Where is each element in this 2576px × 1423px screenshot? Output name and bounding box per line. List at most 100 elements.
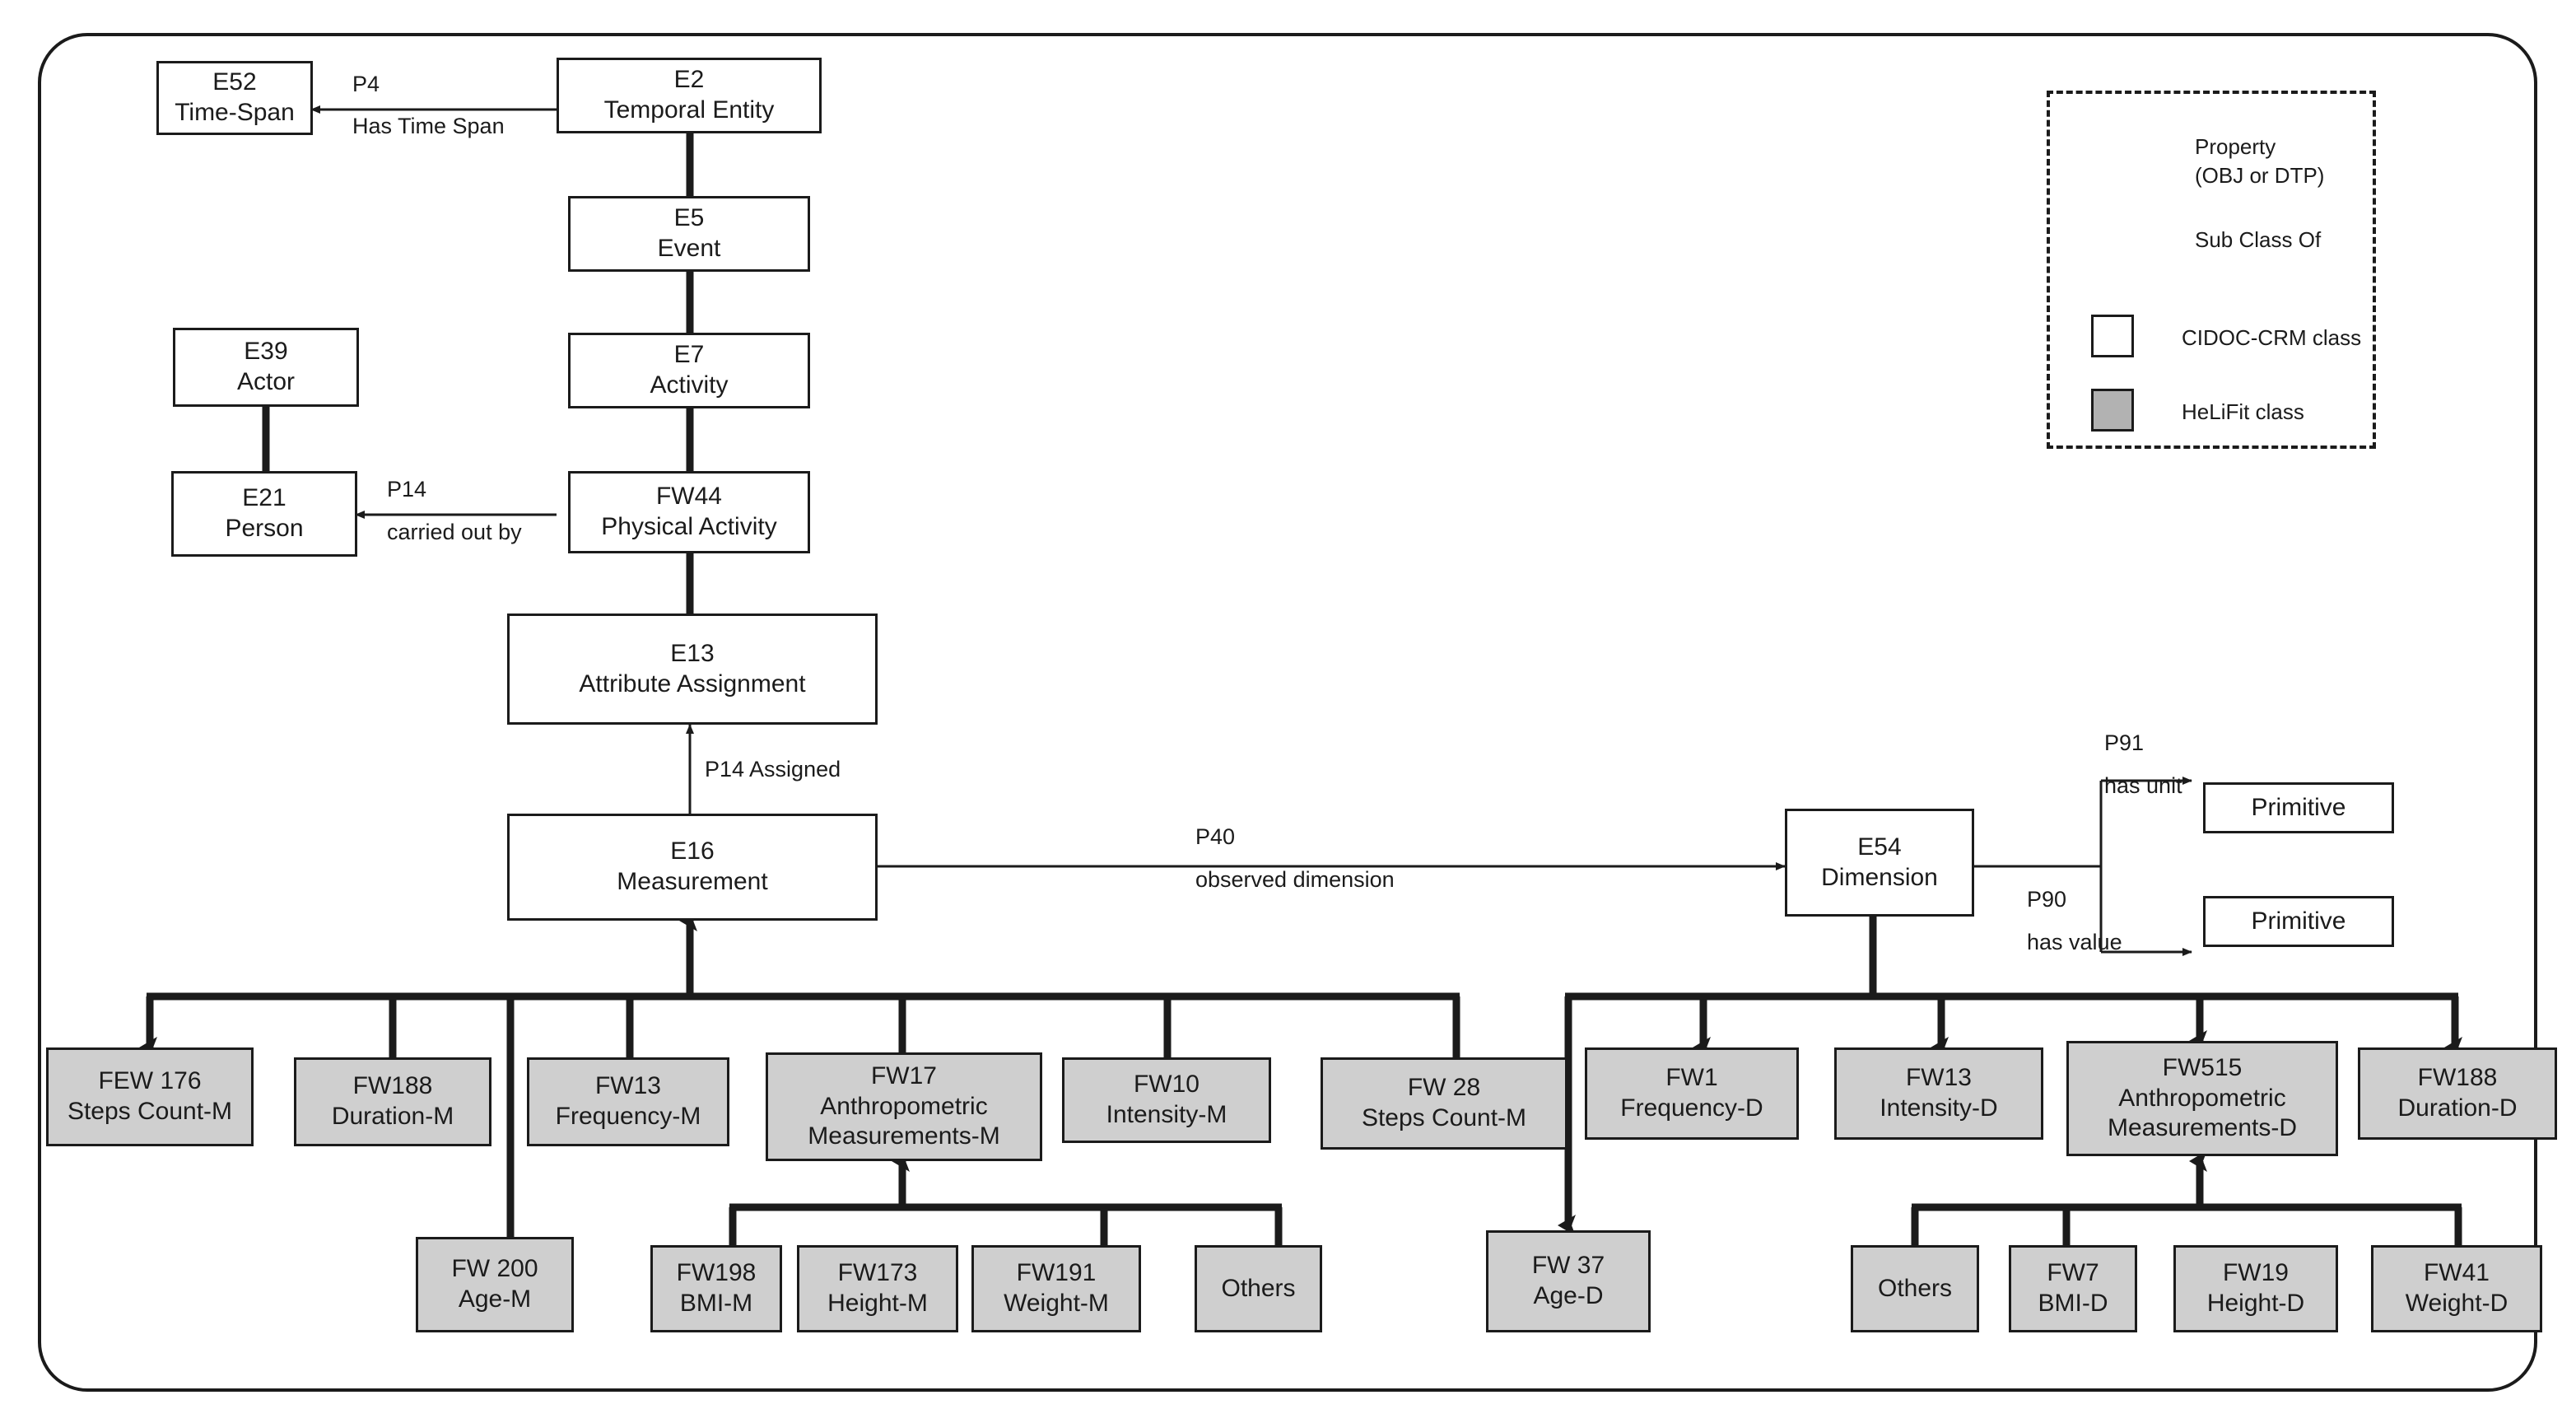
node-fw19-height-d[interactable]: FW19 Height-D [2173,1245,2338,1332]
node-code: FW 200 [451,1255,538,1283]
node-others-d[interactable]: Others [1851,1245,1979,1332]
node-fw173-height-m[interactable]: FW173 Height-M [797,1245,958,1332]
node-label: Intensity-D [1880,1094,1998,1122]
node-code: FW19 [2222,1259,2289,1287]
node-e21-person[interactable]: E21 Person [171,471,357,557]
node-label: Duration-M [331,1103,454,1130]
node-label: Others [1877,1274,1953,1302]
node-fw13-intensity-d[interactable]: FW13 Intensity-D [1834,1047,2043,1140]
node-label: Age-M [458,1285,532,1313]
node-code: E7 [673,341,705,369]
node-label: Height-M [827,1290,928,1317]
node-label: Temporal Entity [603,96,775,124]
node-code: FW10 [1133,1071,1199,1099]
node-e13-attribute-assignment[interactable]: E13 Attribute Assignment [507,614,878,725]
legend-white-square-icon [2091,315,2134,357]
edge-label-p90-phrase: has value [2027,930,2122,954]
node-few176-steps-count-m[interactable]: FEW 176 Steps Count-M [46,1047,254,1146]
node-fw44-physical-activity[interactable]: FW44 Physical Activity [568,471,810,553]
node-code: FW173 [837,1259,918,1287]
node-label: Frequency-D [1620,1094,1763,1122]
node-code: E5 [673,204,705,232]
node-code: FW198 [676,1259,757,1287]
legend-helifit-class-label: HeLiFit class [2182,399,2304,424]
legend-property-label-line2: (OBJ or DTP) [2195,163,2325,188]
node-code: FW515 [2162,1054,2243,1082]
node-label: Physical Activity [601,513,777,540]
node-e52-time-span[interactable]: E52 Time-Span [156,61,313,135]
node-primitive-value[interactable]: Primitive [2203,896,2394,947]
node-code: E2 [673,66,705,94]
legend-gray-square-icon [2091,389,2134,432]
node-code: FW1 [1665,1064,1718,1092]
node-e7-activity[interactable]: E7 Activity [568,333,810,408]
node-label: BMI-M [679,1290,753,1317]
node-e39-actor[interactable]: E39 Actor [173,328,359,407]
node-label: Height-D [2206,1290,2305,1317]
node-fw37-age-d[interactable]: FW 37 Age-D [1486,1230,1651,1332]
node-label: Frequency-M [555,1103,701,1130]
legend-subclass-label: Sub Class Of [2195,227,2322,252]
edge-label-p14-code: P14 [387,477,427,502]
node-label: Dimension [1821,863,1938,891]
node-fw515-anthropometric-measurements-d[interactable]: FW515 Anthropometric Measurements-D [2066,1041,2338,1156]
node-code: FW 37 [1531,1252,1605,1280]
edge-label-p4-phrase: Has Time Span [352,114,505,138]
node-code: FW41 [2423,1259,2490,1287]
node-fw188-duration-m[interactable]: FW188 Duration-M [294,1057,491,1146]
node-fw17-anthropometric-measurements-m[interactable]: FW17 Anthropometric Measurements-M [766,1052,1042,1161]
node-label: Event [657,235,721,262]
node-label: Activity [650,371,729,399]
node-fw188-duration-d[interactable]: FW188 Duration-D [2358,1047,2557,1140]
node-code: E16 [670,837,715,865]
node-e16-measurement[interactable]: E16 Measurement [507,814,878,921]
edge-label-p40-code: P40 [1195,824,1236,849]
node-label: Others [1221,1274,1296,1302]
edge-label-p14-phrase: carried out by [387,520,522,544]
edge-label-p14-assigned: P14 Assigned [705,757,841,781]
node-fw198-bmi-m[interactable]: FW198 BMI-M [650,1245,782,1332]
node-fw191-weight-m[interactable]: FW191 Weight-M [971,1245,1141,1332]
node-code: FW188 [352,1072,433,1100]
node-label: Primitive [2251,907,2346,935]
node-code: FEW 176 [98,1067,202,1095]
edge-label-p91-code: P91 [2104,730,2145,755]
node-label: Primitive [2251,793,2346,821]
node-label: Time-Span [175,99,295,126]
node-others-m[interactable]: Others [1195,1245,1322,1332]
node-fw200-age-m[interactable]: FW 200 Age-M [416,1237,574,1332]
edge-label-p91-phrase: has unit [2104,773,2182,798]
node-label: Weight-D [2405,1290,2508,1317]
node-label: Actor [236,368,296,395]
node-label: Intensity-M [1106,1101,1227,1128]
node-primitive-unit[interactable]: Primitive [2203,782,2394,833]
node-code: FW17 [870,1062,937,1090]
node-fw7-bmi-d[interactable]: FW7 BMI-D [2009,1245,2137,1332]
node-code: E39 [244,338,288,366]
node-fw41-weight-d[interactable]: FW41 Weight-D [2371,1245,2542,1332]
node-code: FW7 [2047,1259,2099,1287]
node-label: Attribute Assignment [579,670,806,698]
node-code: FW 28 [1407,1074,1481,1102]
node-label-2: Measurements-M [808,1122,1000,1150]
edge-label-p90-code: P90 [2027,887,2067,912]
node-code: FW191 [1016,1259,1097,1287]
node-label-2: Measurements-D [2107,1114,2298,1142]
node-fw1-frequency-d[interactable]: FW1 Frequency-D [1585,1047,1799,1140]
node-label: Person [225,515,304,542]
node-fw28-steps-count-m[interactable]: FW 28 Steps Count-M [1321,1057,1567,1150]
node-code: FW13 [1905,1064,1972,1092]
node-label: Anthropometric [820,1092,988,1120]
node-fw13-frequency-m[interactable]: FW13 Frequency-M [527,1057,729,1146]
node-e54-dimension[interactable]: E54 Dimension [1785,809,1974,917]
node-code: FW188 [2417,1064,2498,1092]
node-code: E54 [1857,833,1902,861]
node-e2-temporal-entity[interactable]: E2 Temporal Entity [557,58,822,133]
diagram-outer-frame [38,33,2537,1392]
node-e5-event[interactable]: E5 Event [568,196,810,272]
node-fw10-intensity-m[interactable]: FW10 Intensity-M [1062,1057,1271,1143]
node-code: E13 [670,639,715,667]
node-code: E52 [212,68,257,96]
node-label: Steps Count-M [67,1098,233,1125]
